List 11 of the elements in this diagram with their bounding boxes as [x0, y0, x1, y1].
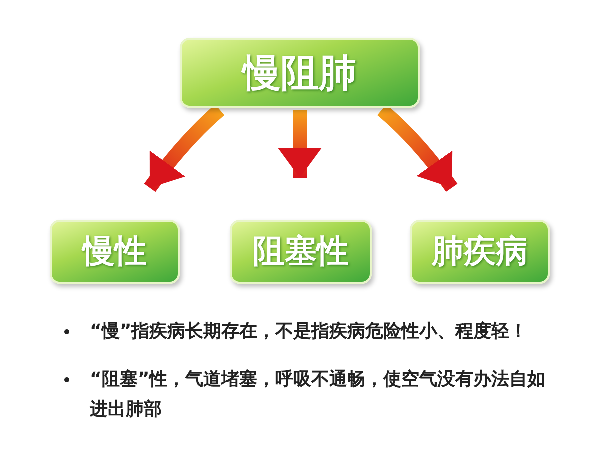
box-title: 慢阻肺: [243, 50, 357, 96]
text-box: [50, 220, 180, 284]
box-title: 肺疾病: [432, 231, 528, 272]
box-title: 阻塞性: [253, 231, 349, 272]
arrow: [278, 110, 322, 178]
text-box: [410, 220, 550, 284]
box-title: 慢性: [83, 231, 147, 272]
bullet-text: “阻塞”性，气道堵塞，呼吸不通畅，使空气没有办法自如进出肺部: [90, 368, 547, 422]
text-box: [180, 38, 420, 108]
bullet-text: “慢”指疾病长期存在，不是指疾病危险性小、程度轻！: [90, 320, 529, 344]
text-box: [230, 220, 372, 284]
